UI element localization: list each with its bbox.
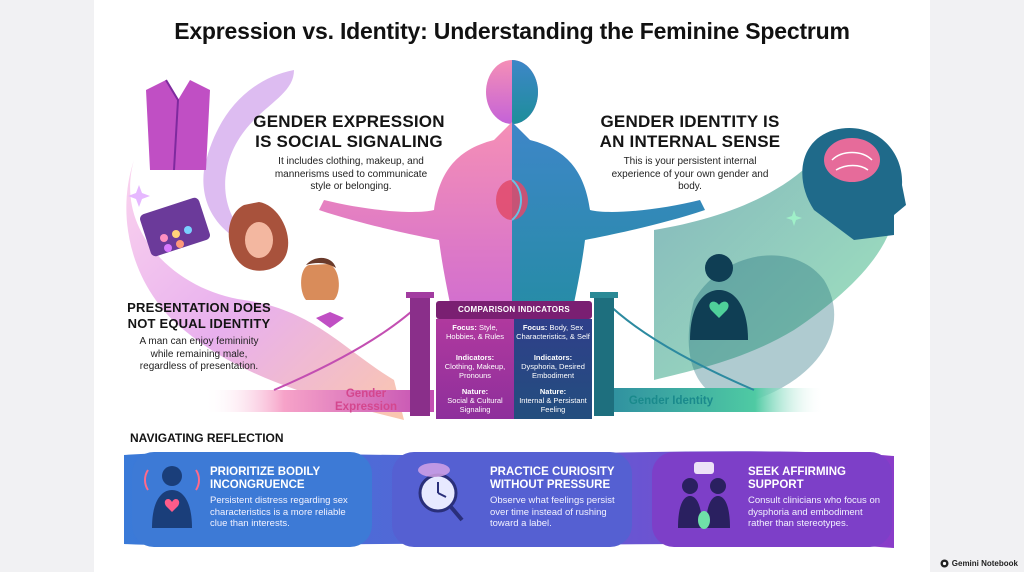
identity-body: This is your persistent internal experie… xyxy=(611,156,769,192)
clock-magnifier-icon xyxy=(418,463,464,522)
identity-block: GENDER IDENTITY IS AN INTERNAL SENSE Thi… xyxy=(590,112,790,194)
support-chat-icon xyxy=(678,462,730,529)
presentation-body: A man can enjoy femininity while remaini… xyxy=(139,336,259,372)
makeup-palette-icon xyxy=(140,197,210,257)
identity-heading-line2: AN INTERNAL SENSE xyxy=(599,132,781,151)
reflection-item-title: SEEK AFFIRMING xyxy=(748,466,846,478)
reflection-item-body: Consult clinicians who focus on dysphori… xyxy=(748,495,881,529)
background-illustration xyxy=(124,60,906,548)
brain-profile-icon xyxy=(802,128,906,240)
page-title: Expression vs. Identity: Understanding t… xyxy=(174,18,850,44)
comparison-panel: COMPARISON INDICATORS Focus: Style, Hobb… xyxy=(436,301,592,419)
expression-block: GENDER EXPRESSION IS SOCIAL SIGNALING It… xyxy=(244,112,454,194)
presentation-heading-line1: PRESENTATION DOES xyxy=(127,300,271,315)
expression-heading-line2: IS SOCIAL SIGNALING xyxy=(255,132,443,151)
comparison-cell: Nature:Internal & Persistant Feeling xyxy=(519,387,587,414)
notebook-logo-icon xyxy=(940,559,949,568)
jacket-icon xyxy=(146,79,210,171)
hairstyle-icon xyxy=(228,202,289,271)
infographic-card: Expression vs. Identity: Understanding t… xyxy=(94,0,930,572)
branding-label: Gemini Notebook xyxy=(940,559,1018,568)
comparison-cell: Nature:Social & Cultural Signaling xyxy=(447,387,503,414)
bridge-illustration xyxy=(204,292,824,416)
comparison-cell: Focus: Style, Hobbies, & Rules xyxy=(446,323,504,341)
reflection-item: PRACTICE CURIOSITY WITHOUT PRESSURE Obse… xyxy=(490,466,630,530)
comparison-cell: Indicators:Dysphoria, Desired Embodiment xyxy=(521,353,585,380)
person-heart-icon xyxy=(144,466,200,528)
bridge-label-expression-line1: Gender xyxy=(345,388,387,400)
comparison-cell: Indicators:Clothing, Makeup, Pronouns xyxy=(444,353,506,380)
bow-tie-icon xyxy=(316,312,344,328)
reflection-item-title: WITHOUT PRESSURE xyxy=(490,479,611,491)
reflection-item: SEEK AFFIRMING SUPPORT Consult clinician… xyxy=(748,466,888,530)
bridge-label-expression: Gender Expression xyxy=(326,388,406,414)
reflection-heading: NAVIGATING REFLECTION xyxy=(130,431,284,445)
comparison-left-column xyxy=(436,319,514,419)
comparison-right-column xyxy=(514,319,592,419)
presentation-heading-line2: NOT EQUAL IDENTITY xyxy=(127,316,271,331)
expression-body: It includes clothing, makeup, and manner… xyxy=(274,156,428,192)
reflection-item-title: PRIORITIZE BODILY xyxy=(210,466,321,478)
sparkle-icon xyxy=(128,185,802,226)
bridge-label-expression-line2: Expression xyxy=(335,401,397,413)
reflection-item-body: Observe what feelings persist over time … xyxy=(490,495,615,529)
bridge-label-identity: Gender Identity xyxy=(628,395,714,407)
comparison-cell: Focus: Body, Sex Characteristics, & Self xyxy=(516,323,590,341)
reflection-item-title: INCONGRUENCE xyxy=(210,479,305,491)
comparison-title: COMPARISON INDICATORS xyxy=(436,301,592,319)
branding-text: Gemini Notebook xyxy=(951,559,1018,568)
reflection-item-body: Persistent distress regarding sex charac… xyxy=(210,495,348,529)
man-head-icon xyxy=(301,257,339,300)
presentation-block: PRESENTATION DOES NOT EQUAL IDENTITY A m… xyxy=(124,300,274,374)
identity-heading-line1: GENDER IDENTITY IS xyxy=(600,112,780,131)
person-heart-identity-icon xyxy=(690,254,748,340)
reflection-item: PRIORITIZE BODILY INCONGRUENCE Persisten… xyxy=(210,466,360,530)
reflection-item-title: SUPPORT xyxy=(748,479,804,491)
expression-heading-line1: GENDER EXPRESSION xyxy=(253,112,445,131)
reflection-item-title: PRACTICE CURIOSITY xyxy=(490,466,615,478)
